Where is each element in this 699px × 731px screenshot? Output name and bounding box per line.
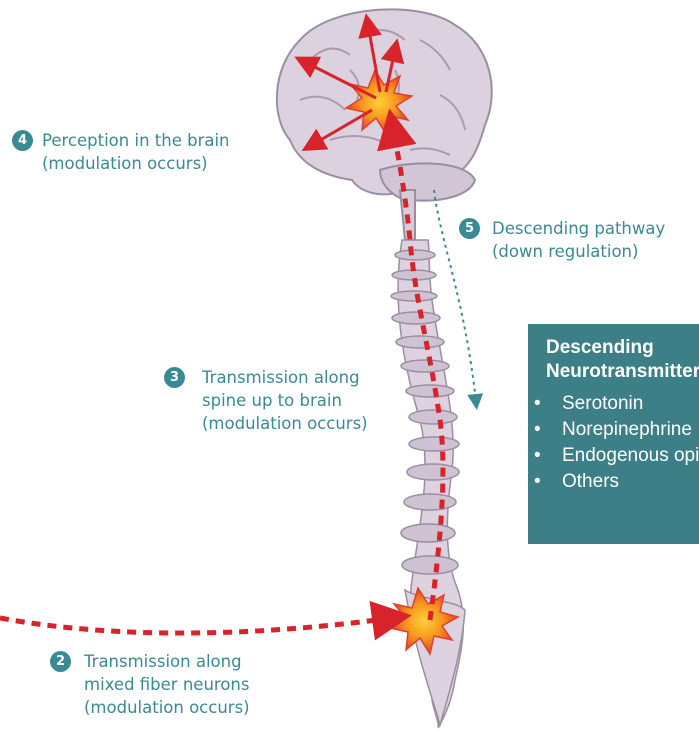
- step-line: Perception in the brain: [42, 129, 230, 152]
- peripheral-pain-path: [0, 618, 392, 633]
- list-item-text: Norepinephrine: [562, 417, 692, 443]
- infobox-title: Descending Neurotransmitters: [546, 336, 699, 384]
- step-line: spine up to brain: [202, 389, 368, 412]
- step-line: Transmission along: [84, 650, 250, 673]
- list-item-text: Endogenous opioids: [562, 443, 699, 469]
- bullet-icon: •: [534, 469, 541, 495]
- step-line: (modulation occurs): [84, 696, 250, 719]
- infobox-title-line: Descending: [546, 336, 699, 360]
- step-line: Descending pathway: [492, 217, 665, 240]
- step-number-badge: 4: [12, 130, 33, 151]
- bullet-icon: •: [534, 391, 541, 417]
- step-line: mixed fiber neurons: [84, 673, 250, 696]
- step-line: (down regulation): [492, 240, 665, 263]
- step-line: (modulation occurs): [202, 412, 368, 435]
- step-number-badge: 5: [459, 218, 480, 239]
- bullet-icon: •: [534, 417, 541, 443]
- neurotransmitters-box: Descending Neurotransmitters • Serotonin…: [528, 324, 699, 544]
- list-item-text: Others: [562, 469, 619, 495]
- step-line: Transmission along: [202, 366, 368, 389]
- list-item-text: Serotonin: [562, 391, 643, 417]
- step-line: (modulation occurs): [42, 152, 230, 175]
- bullet-icon: •: [534, 443, 541, 469]
- spine: [391, 240, 465, 728]
- step-number-badge: 3: [164, 367, 185, 388]
- infobox-title-line: Neurotransmitters: [546, 360, 699, 384]
- step-number-badge: 2: [50, 651, 71, 672]
